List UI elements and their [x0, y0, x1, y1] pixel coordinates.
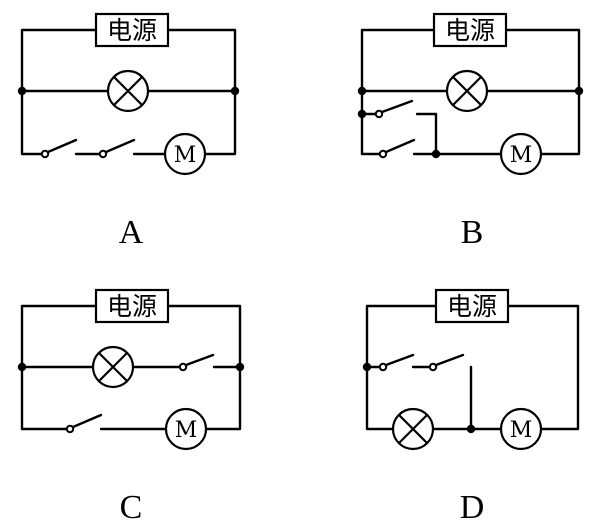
junction-dot	[17, 362, 27, 372]
wire	[380, 99, 414, 114]
motor-label: M	[175, 418, 198, 443]
junction-dot	[235, 362, 245, 372]
wire	[384, 138, 416, 154]
power-supply-label: 电源	[107, 16, 157, 45]
motor-label: M	[510, 143, 533, 168]
power-supply-box	[94, 288, 170, 324]
motor	[499, 132, 543, 176]
wire	[104, 138, 136, 154]
wire	[415, 112, 438, 156]
power-supply-box	[432, 12, 508, 48]
switch-contact	[378, 362, 388, 372]
circuit-a: 电源 M A	[17, 12, 240, 251]
wire	[506, 304, 580, 431]
wire	[184, 353, 215, 367]
option-label: C	[120, 489, 143, 525]
lamp-cross	[113, 76, 143, 106]
switch-contact	[374, 109, 384, 119]
switch-contact	[40, 149, 50, 159]
wire	[71, 413, 103, 429]
junction-dot	[574, 86, 584, 96]
junction-dot	[357, 86, 367, 96]
switch-contact	[98, 149, 108, 159]
junction-dot	[357, 109, 367, 119]
switch-contact	[378, 149, 388, 159]
option-label: D	[460, 489, 485, 525]
junction-dot	[230, 86, 240, 96]
lamp-cross	[398, 414, 428, 444]
power-supply-label: 电源	[447, 292, 497, 321]
power-supply-box	[434, 288, 510, 324]
junction-dot	[431, 149, 441, 159]
lamp-cross	[98, 352, 128, 382]
lamp-cross	[452, 76, 482, 106]
wire	[46, 138, 78, 154]
junction-dot	[466, 424, 476, 434]
power-supply-box	[94, 12, 170, 48]
wire	[384, 353, 415, 367]
switch-contact	[65, 424, 75, 434]
motor-label: M	[174, 143, 197, 168]
power-supply-label: 电源	[445, 16, 495, 45]
power-supply-label: 电源	[107, 292, 157, 321]
circuit-b: 电源 M B	[357, 12, 584, 251]
option-label: A	[119, 214, 144, 251]
motor	[164, 407, 208, 451]
switch-contact	[428, 362, 438, 372]
option-label: B	[461, 214, 484, 251]
circuit-c: 电源 M C	[17, 288, 245, 525]
junction-dot	[362, 362, 372, 372]
motor	[499, 407, 543, 451]
switch-contact	[178, 362, 188, 372]
motor-label: M	[510, 418, 533, 443]
motor	[163, 132, 207, 176]
circuit-d: 电源 M D	[362, 288, 580, 525]
wire	[434, 353, 465, 367]
junction-dot	[17, 86, 27, 96]
